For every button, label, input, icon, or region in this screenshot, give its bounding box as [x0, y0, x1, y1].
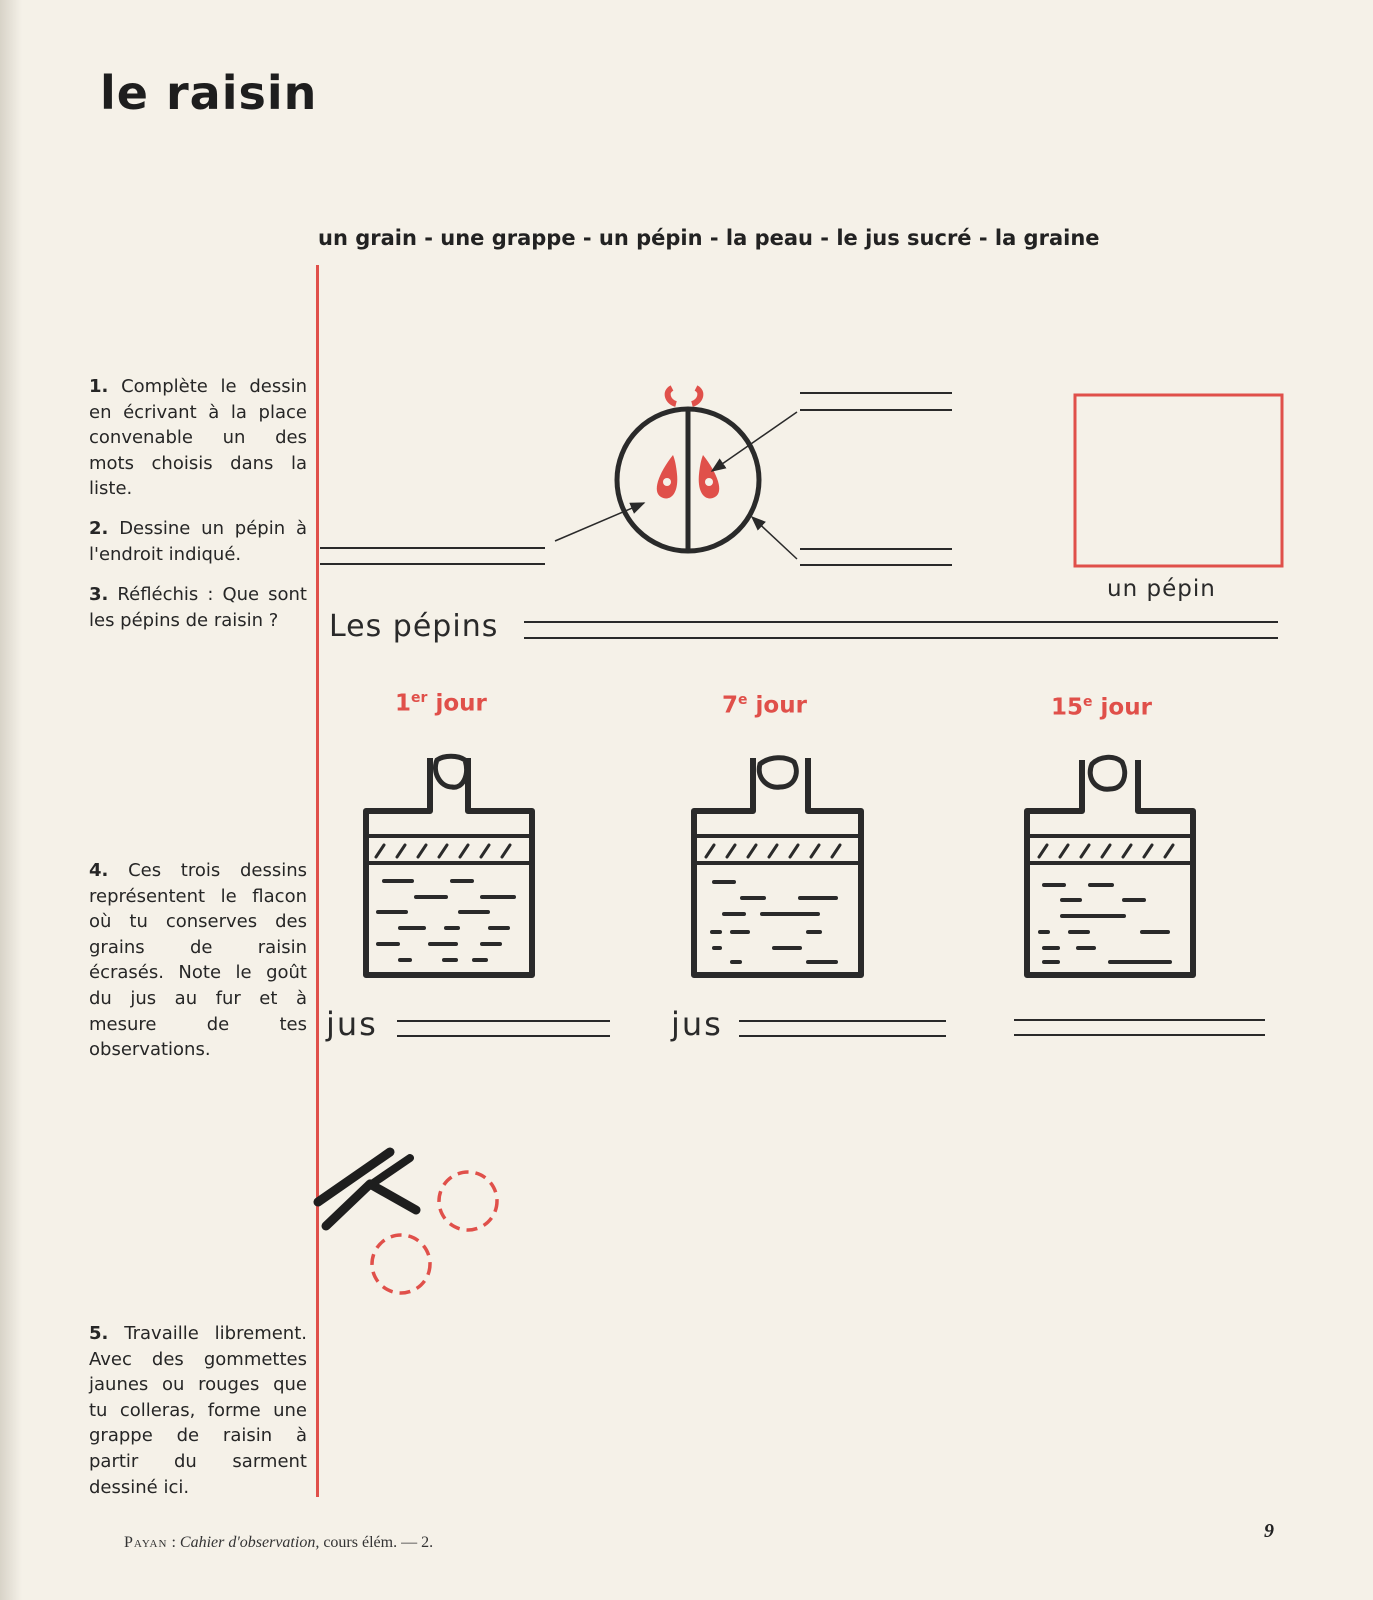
footer-rest: cours élém. — 2.: [319, 1534, 434, 1551]
instruction-3: 3. Réfléchis : Que sont les pépins de ra…: [89, 582, 307, 633]
day-suffix: e: [738, 692, 748, 708]
vine-shoot-icon: [313, 1147, 421, 1231]
flask-day-7-icon: [691, 755, 864, 978]
seed-left-icon: [656, 455, 678, 499]
arrow-top-right: [710, 411, 798, 472]
drawing-box[interactable]: [1073, 393, 1284, 568]
page-title: le raisin: [100, 66, 318, 120]
jus-label-2: jus: [671, 1005, 723, 1043]
instruction-5: 5. Travaille librement. Avec des gommett…: [89, 1321, 307, 1500]
instruction-text: Travaille librement. Avec des gommettes …: [89, 1323, 307, 1498]
day-label-1: 1er jour: [395, 690, 487, 717]
instruction-number: 2.: [89, 518, 109, 539]
flask-day-1-icon: [363, 753, 535, 978]
seed-right-icon: [698, 455, 720, 499]
arrow-bottom-right: [750, 515, 798, 560]
instruction-number: 4.: [89, 860, 109, 881]
grape-section-diagram: [614, 385, 762, 554]
flask-day-15-icon: [1024, 754, 1196, 978]
instruction-text: Dessine un pépin à l'endroit indiqué.: [89, 518, 307, 565]
grape-stem-left-icon: [664, 385, 678, 407]
day-word: jour: [755, 692, 807, 719]
drawing-box-label: un pépin: [1107, 576, 1216, 602]
instruction-number: 1.: [89, 376, 109, 397]
arrow-left: [554, 502, 646, 542]
day-suffix: er: [411, 690, 428, 706]
instruction-number: 5.: [89, 1323, 109, 1344]
day-number: 15: [1051, 694, 1084, 721]
footer-author: Payan: [124, 1534, 168, 1551]
day-word: jour: [435, 690, 487, 717]
margin-rule: [316, 265, 319, 1497]
day-number: 7: [722, 692, 739, 719]
day-label-15: 15e jour: [1051, 694, 1152, 721]
day-label-7: 7e jour: [722, 692, 807, 719]
day-word: jour: [1100, 694, 1152, 721]
day-number: 1: [395, 690, 412, 717]
instruction-text: Complète le dessin en écrivant à la plac…: [89, 376, 307, 500]
instruction-4: 4. Ces trois dessins représentent le fla…: [89, 858, 307, 1063]
footer-credit: Payan : Cahier d'observation, cours élém…: [124, 1534, 433, 1552]
pepins-prompt: Les pépins: [329, 609, 499, 644]
sticker-placeholder-2[interactable]: [370, 1233, 432, 1295]
page-edge-shadow: [0, 0, 22, 1600]
grape-stem-right-icon: [690, 385, 704, 407]
day-suffix: e: [1083, 694, 1093, 710]
jus-label-1: jus: [326, 1005, 378, 1043]
instruction-2: 2. Dessine un pépin à l'endroit indiqué.: [89, 516, 307, 567]
instruction-text: Réfléchis : Que sont les pépins de raisi…: [89, 584, 307, 631]
sticker-placeholder-1[interactable]: [437, 1170, 499, 1232]
answer-lines: [320, 392, 1278, 1037]
instruction-1: 1. Complète le dessin en écrivant à la p…: [89, 374, 307, 502]
page-number: 9: [1264, 1520, 1274, 1542]
footer-book-title: Cahier d'observation,: [179, 1534, 320, 1551]
word-list: un grain - une grappe - un pépin - la pe…: [318, 226, 1100, 250]
instruction-number: 3.: [89, 584, 109, 605]
footer-separator: :: [167, 1534, 180, 1551]
instruction-text: Ces trois dessins représentent le flacon…: [89, 860, 307, 1061]
